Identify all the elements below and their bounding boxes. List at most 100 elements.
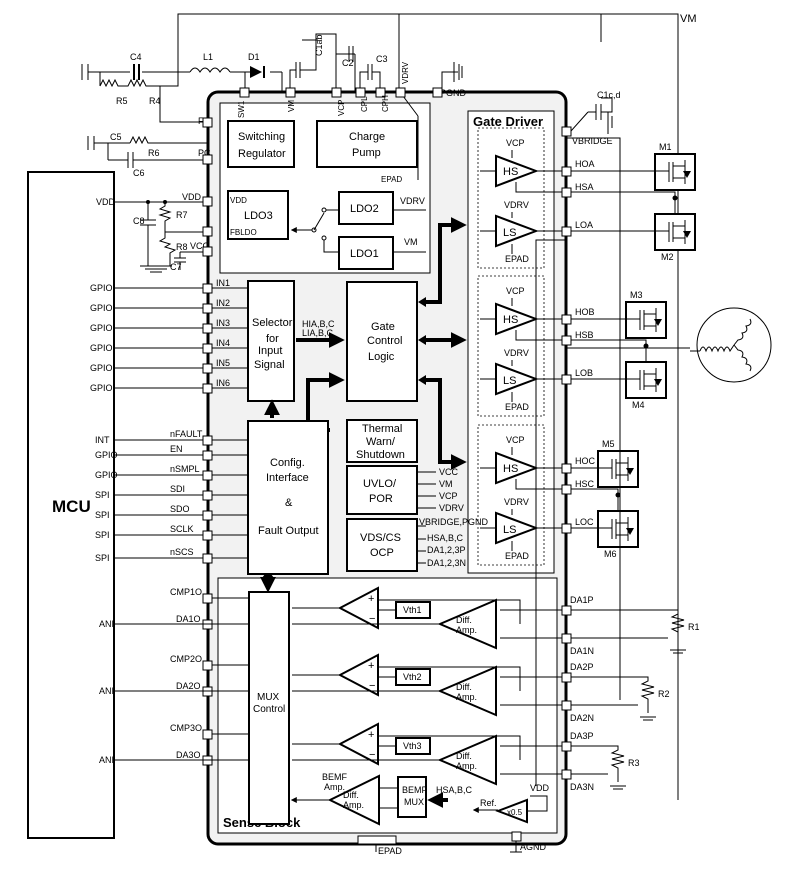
mosfet-high-diode xyxy=(683,171,691,178)
lo-pin-label: LOC xyxy=(575,517,594,527)
bemf-diff-2: Amp. xyxy=(343,800,364,810)
in-pin-label: IN6 xyxy=(216,378,230,388)
hs-pin-label: HSB xyxy=(575,330,594,340)
amp-fb xyxy=(378,735,521,760)
shunt-label: R1 xyxy=(688,622,700,632)
hs-label: HS xyxy=(503,314,518,326)
comp-minus: − xyxy=(369,680,375,692)
r6-label: R6 xyxy=(148,148,160,158)
hs-pin-label: HSA xyxy=(575,182,594,192)
mcu-ctrl-label: SPI xyxy=(95,553,110,563)
thermal-label-1: Thermal xyxy=(362,423,402,435)
cmp-pin-label: CMP3O xyxy=(170,723,202,733)
da-pin-label: DA1O xyxy=(176,614,201,624)
vth-label: Vth3 xyxy=(403,741,422,751)
config-label-2: Interface xyxy=(266,472,309,484)
n-pin-label: DA2N xyxy=(570,713,594,723)
r7-label: R7 xyxy=(176,210,188,220)
c2-label: C2 xyxy=(342,58,354,68)
c3-label: C3 xyxy=(376,54,388,64)
cmp-pin-label: CMP2O xyxy=(170,654,202,664)
mcu-ctrl-label: SPI xyxy=(95,530,110,540)
vcc-pin: VCC xyxy=(190,241,210,251)
mcu-gpio-label: GPIO xyxy=(90,283,113,293)
mcu-label: MCU xyxy=(52,497,91,516)
driver-frame xyxy=(477,424,545,566)
vth-label: Vth1 xyxy=(403,605,422,615)
ho-pin xyxy=(561,166,572,177)
gate-control-block xyxy=(346,281,418,402)
charge-pump-block xyxy=(316,120,418,168)
mcu-wire xyxy=(114,597,249,625)
vds-in-2: HSA,B,C xyxy=(427,533,464,543)
mcu-vdd: VDD xyxy=(96,197,116,207)
gate-control-label-2: Control xyxy=(367,335,402,347)
comparator xyxy=(337,586,379,630)
in-pin-label: IN2 xyxy=(216,298,230,308)
selector-bus-2: LIA,B,C xyxy=(302,328,334,338)
ldo1-input: VM xyxy=(404,237,418,247)
p-pin xyxy=(561,741,572,752)
vm-pin: VM xyxy=(287,100,296,112)
shunt xyxy=(571,676,656,721)
mcu-gpio-label: GPIO xyxy=(90,363,113,373)
selector-block xyxy=(247,280,295,402)
p-pin-label: DA2P xyxy=(570,662,594,672)
config-block xyxy=(247,420,329,575)
uvlo-block xyxy=(346,465,418,515)
bemf-mux-1: BEMF xyxy=(402,785,428,795)
ls-supply: VDRV xyxy=(504,200,529,210)
c1ab-label: C1ab xyxy=(314,34,324,56)
n-pin xyxy=(561,769,572,780)
selector-label-3: Input xyxy=(258,345,282,357)
mosfet-high-label: M3 xyxy=(630,290,643,300)
thermal-block xyxy=(346,419,418,463)
vdd-pin: VDD xyxy=(182,192,202,202)
phase-wire xyxy=(571,488,619,511)
buck-network: C4 L1 D1 R5 R4 xyxy=(81,52,283,123)
comp-plus: + xyxy=(368,593,374,605)
ldo3-vdd: VDD xyxy=(230,196,247,205)
shunt-label: R3 xyxy=(628,758,640,768)
config-label-4: Fault Output xyxy=(258,525,319,537)
in-pin xyxy=(202,323,213,334)
shunt xyxy=(571,745,626,790)
cmp-pin xyxy=(202,660,213,671)
mosfet-low-diode xyxy=(626,528,634,535)
vm-rail: VM xyxy=(177,13,697,800)
mosfet-high-sym xyxy=(611,457,629,481)
pgnd-label: PGND xyxy=(440,88,467,98)
ctrl-pin-label: nSCS xyxy=(170,547,194,557)
uvlo-vcc: VCC xyxy=(439,467,459,477)
c8-label: C8 xyxy=(133,216,145,226)
gate-driver-section xyxy=(467,110,555,574)
ctrl-pin-label: SCLK xyxy=(170,524,194,534)
ldo2-input: VDRV xyxy=(400,196,425,206)
p-pin xyxy=(561,672,572,683)
driver-frame xyxy=(477,127,545,269)
ls-gnd: EPAD xyxy=(505,402,529,412)
charge-pump-label-1: Charge xyxy=(349,131,385,143)
mosfet-low-sym xyxy=(611,517,629,541)
amp-fb xyxy=(378,599,521,624)
gate-buses xyxy=(260,217,467,593)
mcu-gpio-label: GPIO xyxy=(90,383,113,393)
mosfet-low-label: M6 xyxy=(604,549,617,559)
phase-node xyxy=(615,492,621,498)
selector-bus-1: HIA,B,C xyxy=(302,319,335,329)
vds-label-2: OCP xyxy=(370,547,394,559)
ctrl-pin-label: SDO xyxy=(170,504,190,514)
vds-in-3: DA1,2,3P xyxy=(427,545,466,555)
ls-gnd: EPAD xyxy=(505,254,529,264)
thermal-label-2: Warn/ xyxy=(366,436,396,448)
bemf-amp-1: BEMF xyxy=(322,772,348,782)
mcu-ani: ANI xyxy=(99,619,114,629)
uvlo-vcp: VCP xyxy=(439,491,458,501)
gate-driver-title: Gate Driver xyxy=(473,114,543,129)
vds-label-1: VDS/CS xyxy=(360,532,401,544)
mcu-block xyxy=(27,171,115,839)
ho-pin-label: HOC xyxy=(575,456,596,466)
diff-amp xyxy=(437,598,497,650)
